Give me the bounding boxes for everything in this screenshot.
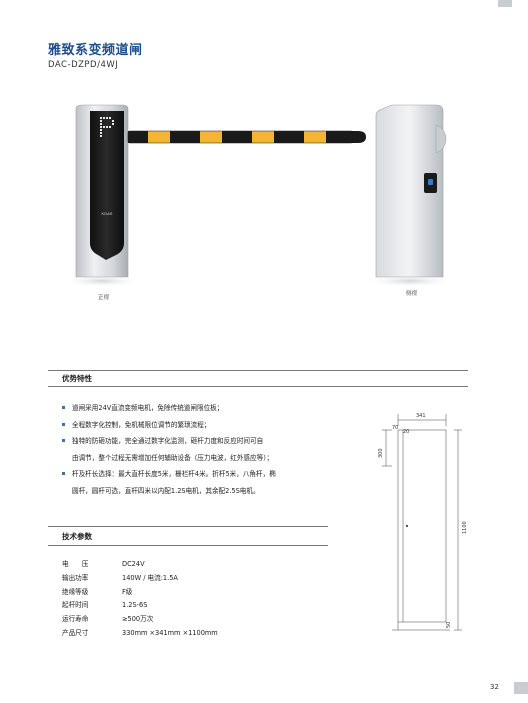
front-view-barrier: KDAS xyxy=(62,104,142,287)
list-item: 道闸采用24V直流变频电机，免除传统道闸限位板； xyxy=(62,400,362,417)
side-view-caption: 侧视 xyxy=(406,291,418,297)
list-item: 独特的防砸功能，完全通过数字化监测，砸杆力度和反应时间可自 由调节，整个过程无需… xyxy=(62,433,362,466)
dim-1100: 1100 xyxy=(462,521,468,534)
front-view-caption: 正视 xyxy=(98,295,110,301)
advantages-top-rule xyxy=(48,370,468,371)
page-number: 32 xyxy=(490,683,499,691)
specs-bottom-rule xyxy=(48,545,328,546)
page-title: 雅致系变频道闸 xyxy=(48,43,143,58)
brand-logo: KDAS xyxy=(102,211,113,216)
dim-20: 20 xyxy=(403,429,409,435)
bullet-icon xyxy=(62,472,65,475)
dim-width: 341 xyxy=(416,413,426,419)
dim-70: 70 xyxy=(392,425,398,431)
feature-list: 道闸采用24V直流变频电机，免除传统道闸限位板； 全程数字化控制，免机械限位调节… xyxy=(62,400,362,499)
bullet-icon xyxy=(62,439,65,442)
specs-header: 技术参数 xyxy=(62,532,92,541)
advantages-header: 优势特性 xyxy=(62,374,92,383)
corner-tab-top xyxy=(498,0,512,7)
corner-tab-bottom xyxy=(514,682,528,694)
led-indicator-icon xyxy=(100,117,114,137)
boom-arm xyxy=(127,130,366,144)
product-illustration: KDAS xyxy=(62,104,455,287)
table-row: 运行寿命≥500万次 xyxy=(62,615,154,624)
advantages-bottom-rule xyxy=(48,386,468,387)
model-number: DAC-DZPD/4WJ xyxy=(48,60,119,70)
dim-50: 50 xyxy=(446,622,452,628)
dimension-drawing: 341 70 20 300 1100 50 xyxy=(378,413,468,631)
bullet-icon xyxy=(62,422,65,426)
list-item: 杆及杆长选择：最大直杆长度5米，栅栏杆4米。折杆5米，八角杆，椭 圆杆，圆杆可选… xyxy=(62,466,362,499)
dim-300: 300 xyxy=(378,448,384,458)
bullet-icon xyxy=(62,406,65,409)
list-item: 全程数字化控制，免机械限位调节的繁琐流程； xyxy=(62,417,362,434)
specs-top-rule xyxy=(48,526,328,527)
side-view-barrier xyxy=(365,104,455,287)
